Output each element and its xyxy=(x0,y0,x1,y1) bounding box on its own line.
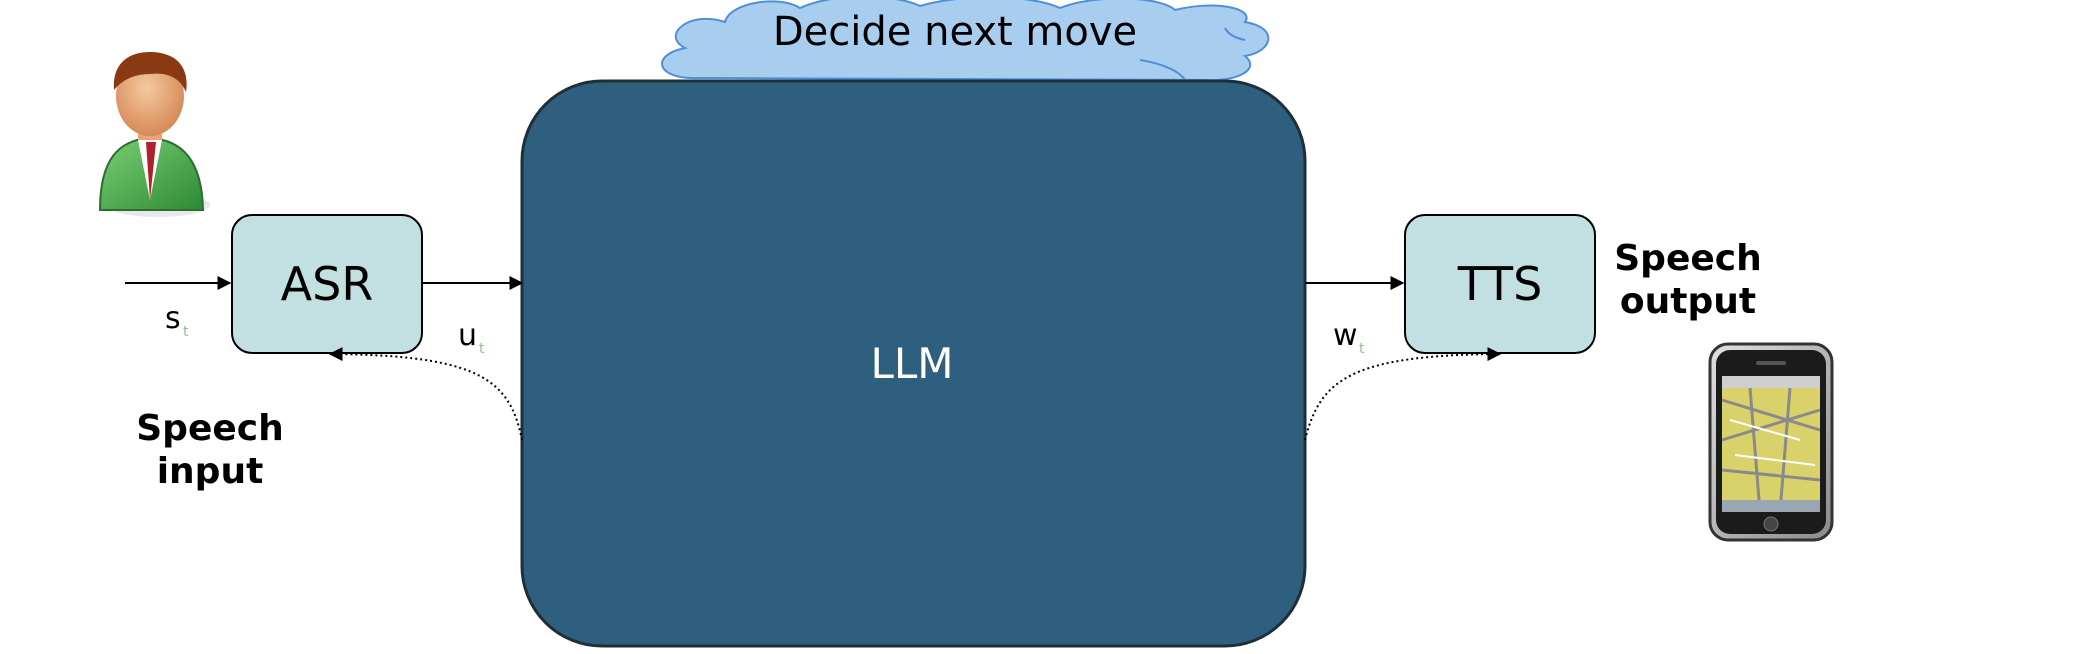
llm-label: LLM xyxy=(870,339,953,388)
cloud-label: Decide next move xyxy=(773,9,1137,55)
signal-w-label: w t xyxy=(1333,318,1365,357)
llm-to-tts-feedback-arrow xyxy=(1304,347,1502,441)
speech-input-caption: Speech input xyxy=(136,408,284,492)
llm-block: LLM xyxy=(520,79,1307,648)
svg-text:t: t xyxy=(183,324,189,340)
decision-cloud: Decide next move xyxy=(661,0,1270,82)
svg-text:Speech: Speech xyxy=(136,408,284,449)
svg-text:t: t xyxy=(479,341,485,357)
tts-label: TTS xyxy=(1457,257,1543,311)
tts-block: TTS xyxy=(1404,214,1596,354)
smartphone-icon xyxy=(1708,342,1834,542)
llm-to-asr-feedback-arrow xyxy=(328,347,523,441)
svg-text:u: u xyxy=(458,318,477,353)
speech-output-caption: Speech output xyxy=(1614,238,1762,322)
signal-u-label: u t xyxy=(458,318,485,357)
signal-s-label: s t xyxy=(165,301,189,340)
svg-text:s: s xyxy=(165,301,181,336)
svg-text:w: w xyxy=(1333,318,1358,353)
user-person-icon xyxy=(98,52,210,217)
asr-block: ASR xyxy=(231,214,423,354)
svg-text:Speech: Speech xyxy=(1614,238,1762,279)
svg-text:input: input xyxy=(157,451,264,492)
svg-text:output: output xyxy=(1620,281,1756,322)
asr-label: ASR xyxy=(281,257,374,311)
svg-text:t: t xyxy=(1359,341,1365,357)
